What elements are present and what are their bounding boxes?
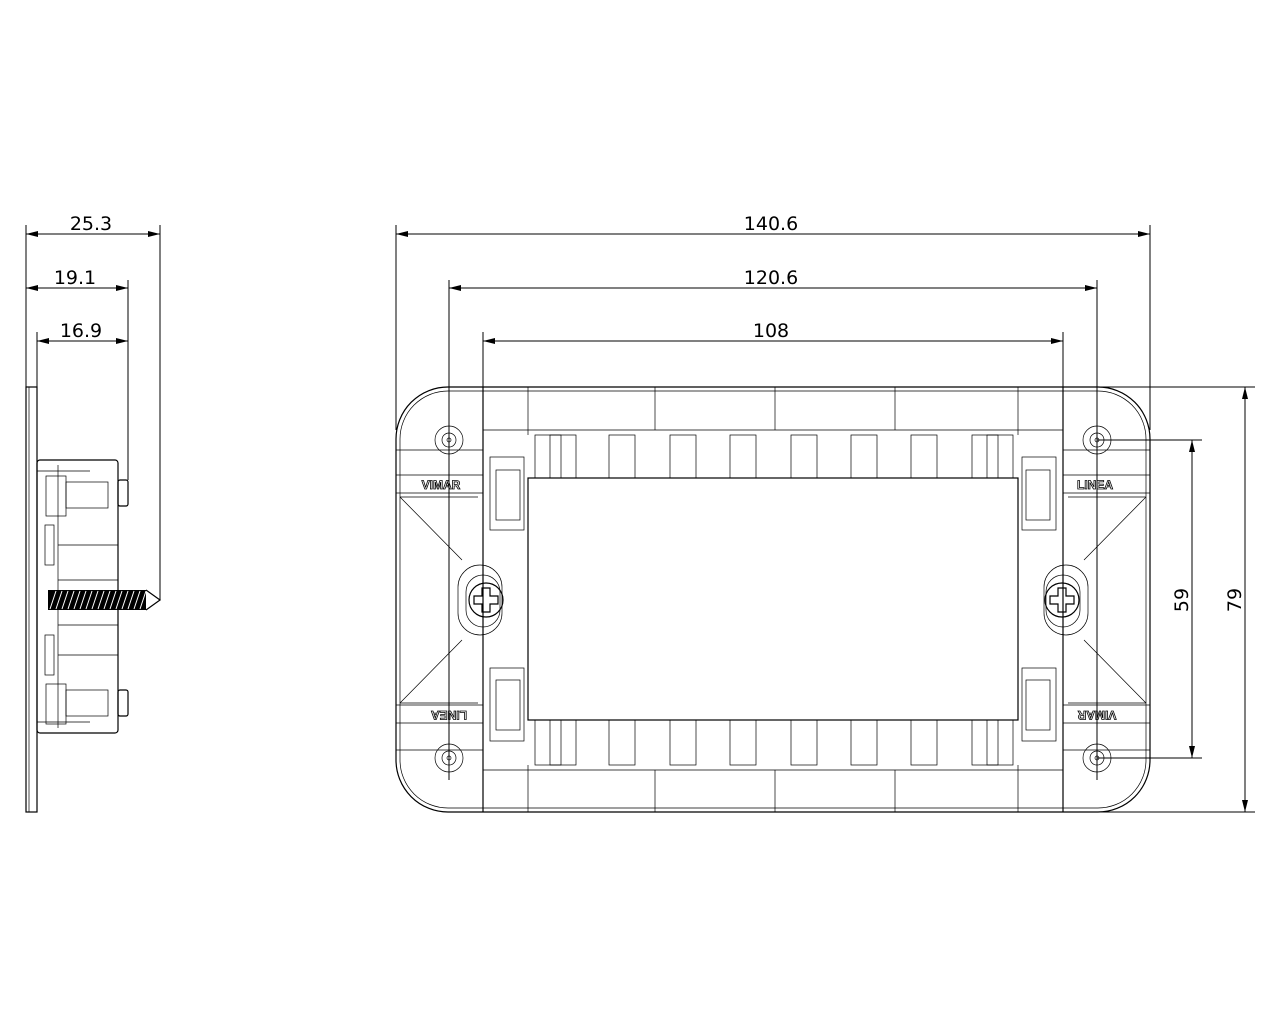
- frame-tooth: [910, 434, 938, 479]
- dim-label-boss-depth: 19.1: [54, 267, 96, 289]
- frame-tooth: [549, 434, 577, 479]
- dim-label-hole-spacing-horizontal: 120.6: [744, 267, 798, 289]
- dim-label-hole-spacing-vertical: 59: [1171, 588, 1193, 612]
- line-marking-top-right: LINEA: [1077, 478, 1113, 492]
- frame-tooth: [790, 434, 818, 479]
- frame-tooth: [608, 434, 636, 479]
- frame-tooth: [729, 434, 757, 479]
- dim-label-body-depth: 16.9: [60, 320, 102, 342]
- brand-marking-top-left: VIMAR: [422, 478, 461, 492]
- frame-tooth: [910, 719, 938, 766]
- frame-tooth: [986, 434, 1014, 479]
- frame-tooth: [608, 719, 636, 766]
- fixing-screw-right: [1043, 564, 1089, 636]
- fixing-screw-left: [457, 564, 504, 636]
- dim-label-overall-width: 140.6: [744, 213, 798, 235]
- frame-tooth: [729, 719, 757, 766]
- front-view: VIMAR LINEA LINEA VIMAR 140.6 120.6 108 …: [395, 213, 1255, 813]
- frame-tooth: [971, 434, 999, 479]
- frame-tooth: [669, 434, 697, 479]
- screw: [48, 589, 162, 611]
- frame-tooth: [549, 719, 577, 766]
- cover-plate-outline: [395, 386, 1151, 813]
- dim-label-overall-height: 79: [1224, 588, 1246, 612]
- frame-tooth: [790, 719, 818, 766]
- module-opening: [527, 477, 1019, 721]
- boss-bottom: [45, 683, 129, 725]
- frame-tooth: [971, 719, 999, 766]
- frame-tooth: [850, 434, 878, 479]
- frame-tooth: [669, 719, 697, 766]
- frame-tooth: [986, 719, 1014, 766]
- frame-tooth: [534, 434, 562, 479]
- boss-top: [45, 475, 129, 517]
- frame-tooth: [534, 719, 562, 766]
- frame-tooth: [850, 719, 878, 766]
- dim-label-frame-width: 108: [753, 320, 789, 342]
- side-view: 25.3 19.1 16.9: [25, 213, 162, 813]
- dim-label-overall-depth: 25.3: [70, 213, 112, 235]
- cover-plate-profile: [25, 386, 38, 813]
